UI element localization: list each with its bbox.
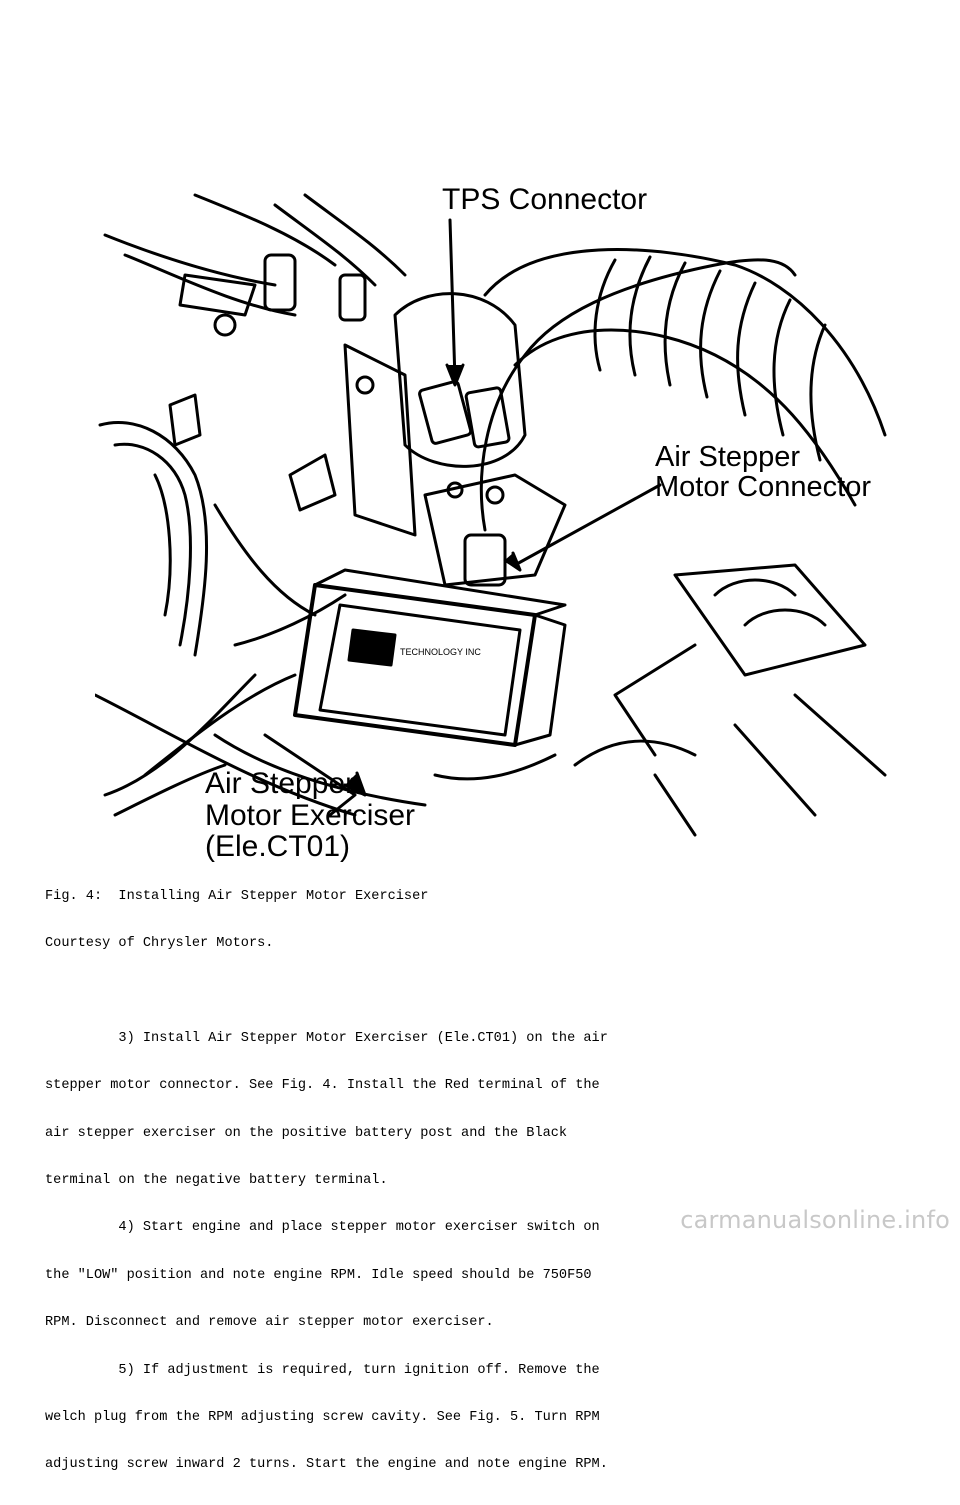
air-stepper-motor-connector-callout: Air Stepper Motor Connector <box>655 442 871 503</box>
ignition-coil-area <box>573 563 887 837</box>
figure-credit: Courtesy of Chrysler Motors. <box>45 935 274 951</box>
asm-connector-shape <box>463 258 797 587</box>
air-stepper-motor-exerciser-callout: Air Stepper Motor Exerciser (Ele.CT01) <box>205 768 415 863</box>
body-line: terminal on the negative battery termina… <box>45 1172 388 1188</box>
body-line: 3) Install Air Stepper Motor Exerciser (… <box>45 1030 608 1046</box>
body-line: adjusting screw inward 2 turns. Start th… <box>45 1457 608 1473</box>
site-watermark: carmanualsonline.info <box>680 1206 950 1234</box>
lower-hoses <box>95 693 557 817</box>
body-line: 5) If adjustment is required, turn ignit… <box>45 1362 600 1378</box>
body-line: welch plug from the RPM adjusting screw … <box>45 1409 600 1425</box>
intake-hose <box>483 248 887 507</box>
tps-connector-callout: TPS Connector <box>442 183 648 216</box>
manual-text: Fig. 4: Installing Air Stepper Motor Exe… <box>45 857 925 1505</box>
manual-page: TECHNOLOGY INC <box>45 175 950 1473</box>
body-line: stepper motor connector. See Fig. 4. Ins… <box>45 1078 600 1094</box>
body-line: air stepper exerciser on the positive ba… <box>45 1125 568 1141</box>
body-line <box>45 983 925 999</box>
body-line: the "LOW" position and note engine RPM. … <box>45 1267 592 1283</box>
exerciser-box: TECHNOLOGY INC <box>293 568 567 747</box>
wiring-harness <box>98 193 407 797</box>
body-line: 4) Start engine and place stepper motor … <box>45 1220 600 1236</box>
figure-caption: Fig. 4: Installing Air Stepper Motor Exe… <box>45 888 429 904</box>
tps-connector-shape <box>418 218 511 449</box>
engine-line-drawing: TECHNOLOGY INC <box>95 193 887 837</box>
sensor-cluster <box>168 253 367 512</box>
callout-line: (Ele.CT01) <box>205 830 351 863</box>
throttle-body <box>343 292 567 587</box>
device-brand-text: TECHNOLOGY INC <box>400 647 481 657</box>
body-line: RPM. Disconnect and remove air stepper m… <box>45 1315 494 1331</box>
callout-line: Motor Exerciser <box>205 798 416 832</box>
callout-line: Air Stepper <box>205 767 356 800</box>
engine-figure: TECHNOLOGY INC <box>95 175 895 845</box>
callout-line: Air Stepper <box>655 441 801 473</box>
callout-line: Motor Connector <box>655 471 871 504</box>
